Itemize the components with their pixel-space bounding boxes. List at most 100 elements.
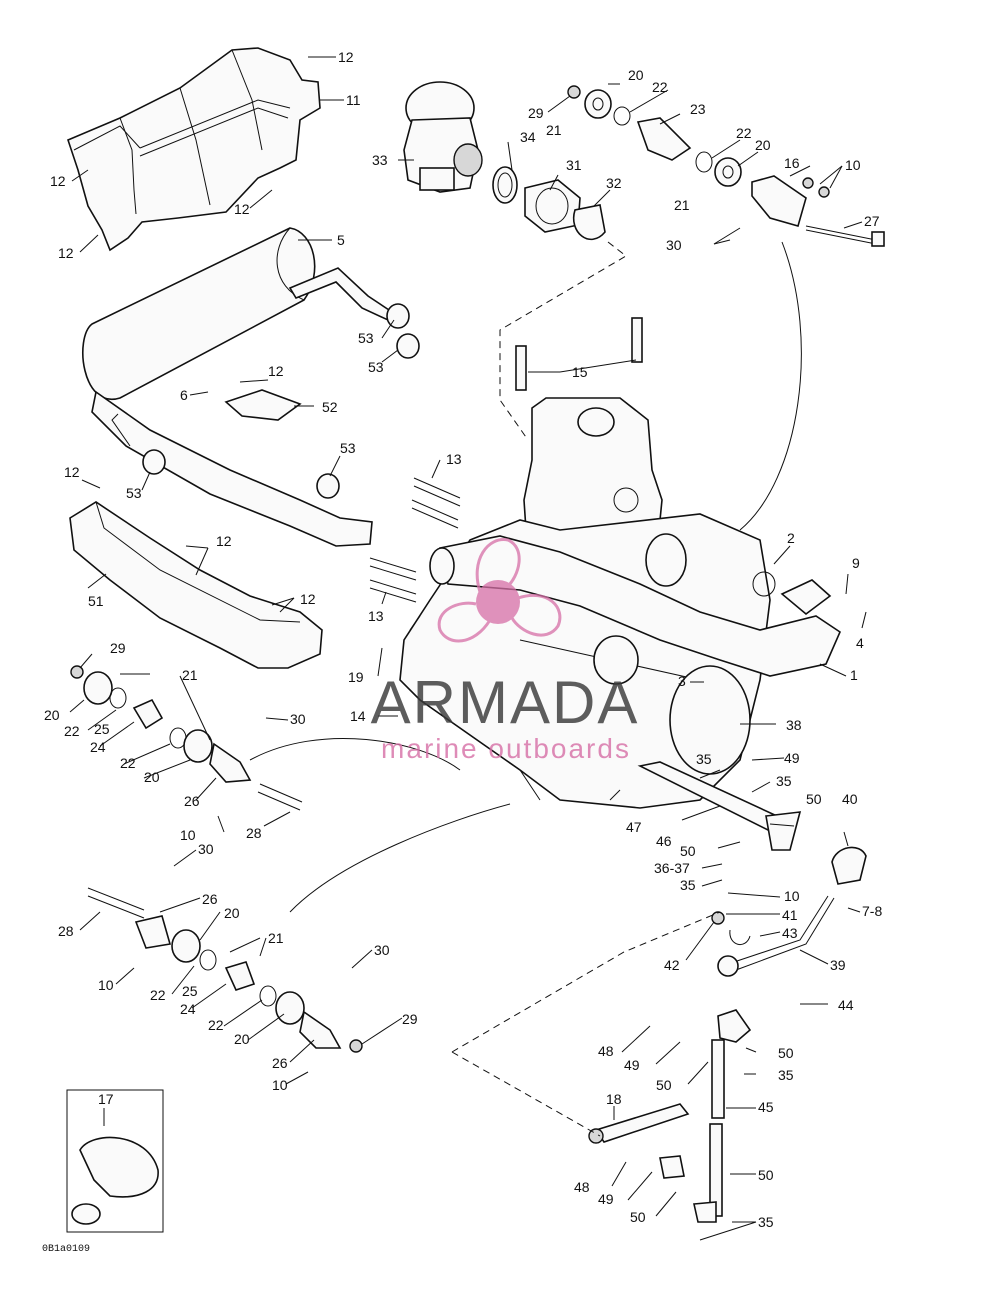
rear-bracket [751,175,885,247]
small-heat-plate [224,389,302,421]
callout-20-e: 20 [224,905,240,921]
callout-42: 42 [664,957,680,973]
callout-19: 19 [348,669,364,685]
callout-35-b: 35 [776,773,792,789]
callout-30-b: 30 [290,711,306,727]
callout-20-f: 20 [234,1031,250,1047]
callout-5: 5 [337,232,345,248]
callout-50-c: 50 [778,1045,794,1061]
callout-16: 16 [784,155,800,171]
callout-47: 47 [626,819,642,835]
callout-17: 17 [98,1091,114,1107]
callout-36-37: 36-37 [654,860,690,876]
callout-46: 46 [656,833,672,849]
callout-22-f: 22 [208,1017,224,1033]
callout-39: 39 [830,957,846,973]
callout-29-a: 29 [528,105,544,121]
callout-25-a: 25 [94,721,110,737]
callout-53-b: 53 [368,359,384,375]
callout-2: 2 [787,530,795,546]
callout-48-b: 48 [574,1179,590,1195]
callout-29-c: 29 [402,1011,418,1027]
callout-22-e: 22 [150,987,166,1003]
callout-21-c: 21 [182,667,198,683]
callout-12-h: 12 [300,591,316,607]
callout-35-e: 35 [758,1214,774,1230]
callout-50-b: 50 [680,843,696,859]
callout-21-a: 21 [546,122,562,138]
callout-12-f: 12 [64,464,80,480]
callout-9: 9 [852,555,860,571]
callout-43: 43 [782,925,798,941]
callout-53-d: 53 [340,440,356,456]
spark-plugs [515,317,643,391]
callout-33: 33 [372,152,388,168]
watermark-subtitle: marine outboards [381,733,631,764]
callout-28-b: 28 [58,923,74,939]
callout-12-a: 12 [338,49,354,65]
muffler-grommets [142,303,420,499]
drawing-code: 0B1a0109 [42,1244,91,1255]
callout-30-c: 30 [198,841,214,857]
callout-35-a: 35 [696,751,712,767]
callout-53-c: 53 [126,485,142,501]
callout-10-left-b: 10 [98,977,114,993]
callout-30-a: 30 [666,237,682,253]
callout-51: 51 [88,593,104,609]
callout-24-a: 24 [90,739,106,755]
callout-53-a: 53 [358,330,374,346]
callout-18: 18 [606,1091,622,1107]
watermark-title: ARMADA [370,669,640,736]
callout-52: 52 [322,399,338,415]
exhaust-springs [369,477,461,603]
callout-11: 11 [346,92,361,108]
callout-29-b: 29 [110,640,126,656]
callout-21-b: 21 [674,197,690,213]
callout-13-lower: 13 [368,608,384,624]
callout-1: 1 [850,667,858,683]
callout-3: 3 [678,673,686,689]
callout-38: 38 [786,717,802,733]
callout-20-c: 20 [44,707,60,723]
callout-35-c: 35 [680,877,696,893]
leader-lines [69,56,867,1241]
callout-44: 44 [838,997,854,1013]
left-mount-assembly-upper [70,665,303,811]
callout-48-a: 48 [598,1043,614,1059]
callout-45: 45 [758,1099,774,1115]
intake-clamp [492,166,518,204]
callout-14: 14 [350,708,366,724]
callout-49-b: 49 [624,1057,640,1073]
callout-20-a: 20 [628,67,644,83]
callout-20-b: 20 [755,137,771,153]
callout-12-c: 12 [234,201,250,217]
heat-shield-cover [67,47,321,252]
callout-34: 34 [520,129,536,145]
callout-50-d: 50 [656,1077,672,1093]
callout-35-d: 35 [778,1067,794,1083]
callout-49-a: 49 [784,750,800,766]
lower-heat-shield [69,501,323,669]
callout-15: 15 [572,364,588,380]
exhaust-manifold [429,535,842,677]
callout-22-b: 22 [736,125,752,141]
callout-22-c: 22 [64,723,80,739]
callout-12-e: 12 [268,363,284,379]
callout-7-8: 7-8 [862,903,882,919]
callout-22-d: 22 [120,755,136,771]
callout-25-b: 25 [182,983,198,999]
callout-50-f: 50 [630,1209,646,1225]
callout-10-left-c: 10 [272,1077,288,1093]
callout-27: 27 [864,213,880,229]
callout-26-c: 26 [272,1055,288,1071]
callout-22-a: 22 [652,79,668,95]
callout-49-c: 49 [598,1191,614,1207]
callout-13-upper: 13 [446,451,462,467]
muffler [82,227,394,547]
callout-10-left-a: 10 [180,827,196,843]
callout-10-shift: 10 [784,888,800,904]
callout-21-d: 21 [268,930,284,946]
callout-20-d: 20 [144,769,160,785]
callout-41: 41 [782,907,798,923]
left-mount-assembly-lower [87,887,363,1053]
